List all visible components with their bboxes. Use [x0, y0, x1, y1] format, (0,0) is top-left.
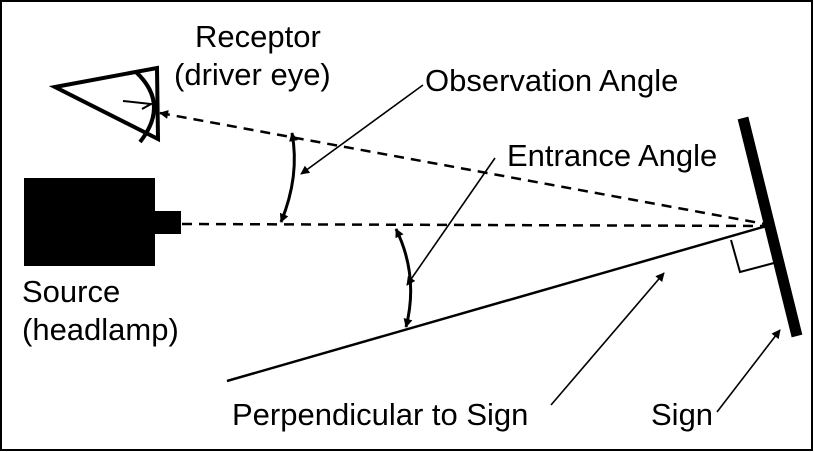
perpendicular-line — [226, 223, 771, 383]
return-ray-to-eye — [159, 110, 766, 226]
perpendicular-label: Perpendicular to Sign — [232, 397, 528, 432]
receptor-label-line1: Receptor — [195, 19, 321, 54]
headlamp-body — [24, 178, 155, 266]
sign-board — [737, 116, 803, 338]
sign-leader — [716, 329, 781, 413]
eye-pupil-mark — [122, 100, 155, 110]
headlamp-lens — [153, 211, 181, 234]
source-label-line2: (headlamp) — [22, 312, 179, 347]
observation-angle-leader — [300, 84, 424, 175]
source-label-line1: Source — [22, 274, 120, 309]
right-angle-marker — [730, 239, 775, 274]
entrance-angle-arc — [394, 228, 413, 328]
eye-lens-arc — [134, 70, 156, 144]
observation-angle-arc — [279, 132, 298, 223]
observation-angle-label: Observation Angle — [425, 63, 678, 98]
perpendicular-leader — [550, 272, 665, 406]
entrance-angle-label: Entrance Angle — [507, 138, 717, 173]
sign-label: Sign — [651, 397, 713, 432]
eye-icon — [48, 65, 161, 143]
receptor-label-line2: (driver eye) — [174, 57, 331, 92]
incident-ray-from-source — [181, 222, 769, 228]
entrance-angle-leader — [406, 157, 496, 286]
